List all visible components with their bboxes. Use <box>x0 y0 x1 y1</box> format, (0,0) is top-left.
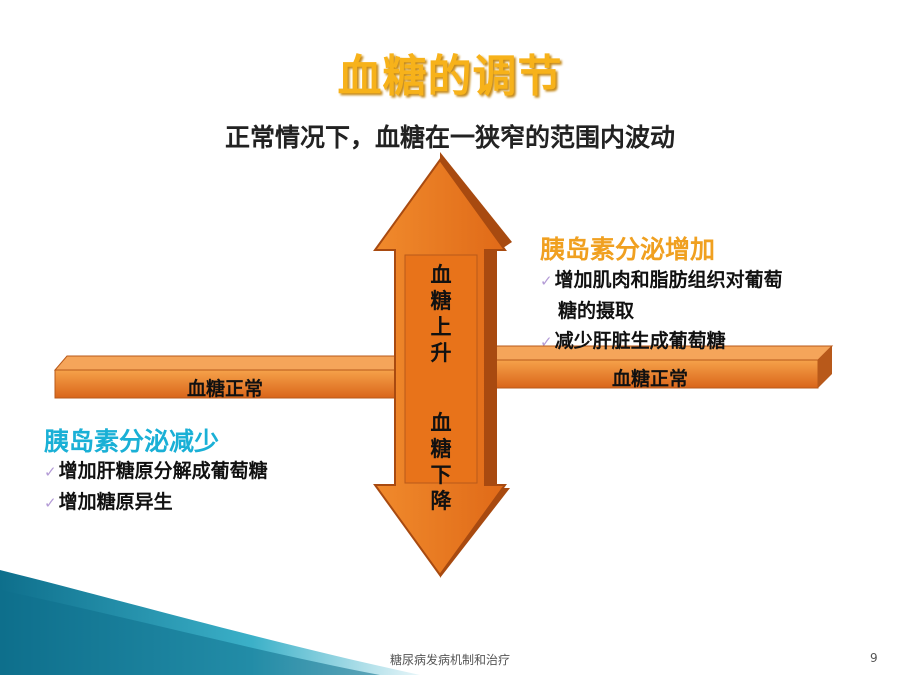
check-icon: ✓ <box>44 494 57 512</box>
list-item: ✓增加糖原异生 <box>44 491 173 513</box>
list-item: ✓增加肝糖原分解成葡萄糖 <box>44 460 268 482</box>
check-icon: ✓ <box>540 333 553 351</box>
list-item: ✓增加肌肉和脂肪组织对葡萄 <box>540 269 783 291</box>
double-arrow <box>373 152 512 578</box>
left-beam-label: 血糖正常 <box>186 378 263 400</box>
right-beam-label: 血糖正常 <box>611 368 688 390</box>
right-beam <box>480 345 834 389</box>
list-item: 糖的摄取 <box>558 300 635 322</box>
check-icon: ✓ <box>540 272 553 290</box>
slide-title: 血糖的调节 <box>337 51 563 102</box>
insulin-increase-list: ✓增加肌肉和脂肪组织对葡萄 糖的摄取 ✓减少肝脏生成葡萄糖 <box>540 265 783 357</box>
list-item: ✓减少肝脏生成葡萄糖 <box>540 330 726 352</box>
insulin-decrease-heading: 胰岛素分泌减少 <box>44 427 220 456</box>
footer-text: 糖尿病发病机制和治疗 <box>389 653 510 667</box>
left-beam <box>53 355 414 399</box>
check-icon: ✓ <box>44 463 57 481</box>
corner-decoration <box>0 570 420 675</box>
slide-subtitle: 正常情况下，血糖在一狭窄的范围内波动 <box>224 123 675 152</box>
insulin-decrease-list: ✓增加肝糖原分解成葡萄糖 ✓增加糖原异生 <box>44 456 268 518</box>
blood-sugar-down-label: 血糖下降 <box>430 411 452 513</box>
insulin-increase-heading: 胰岛素分泌增加 <box>540 235 716 264</box>
page-number: 9 <box>870 651 878 665</box>
blood-sugar-up-label: 血糖上升 <box>430 263 452 365</box>
